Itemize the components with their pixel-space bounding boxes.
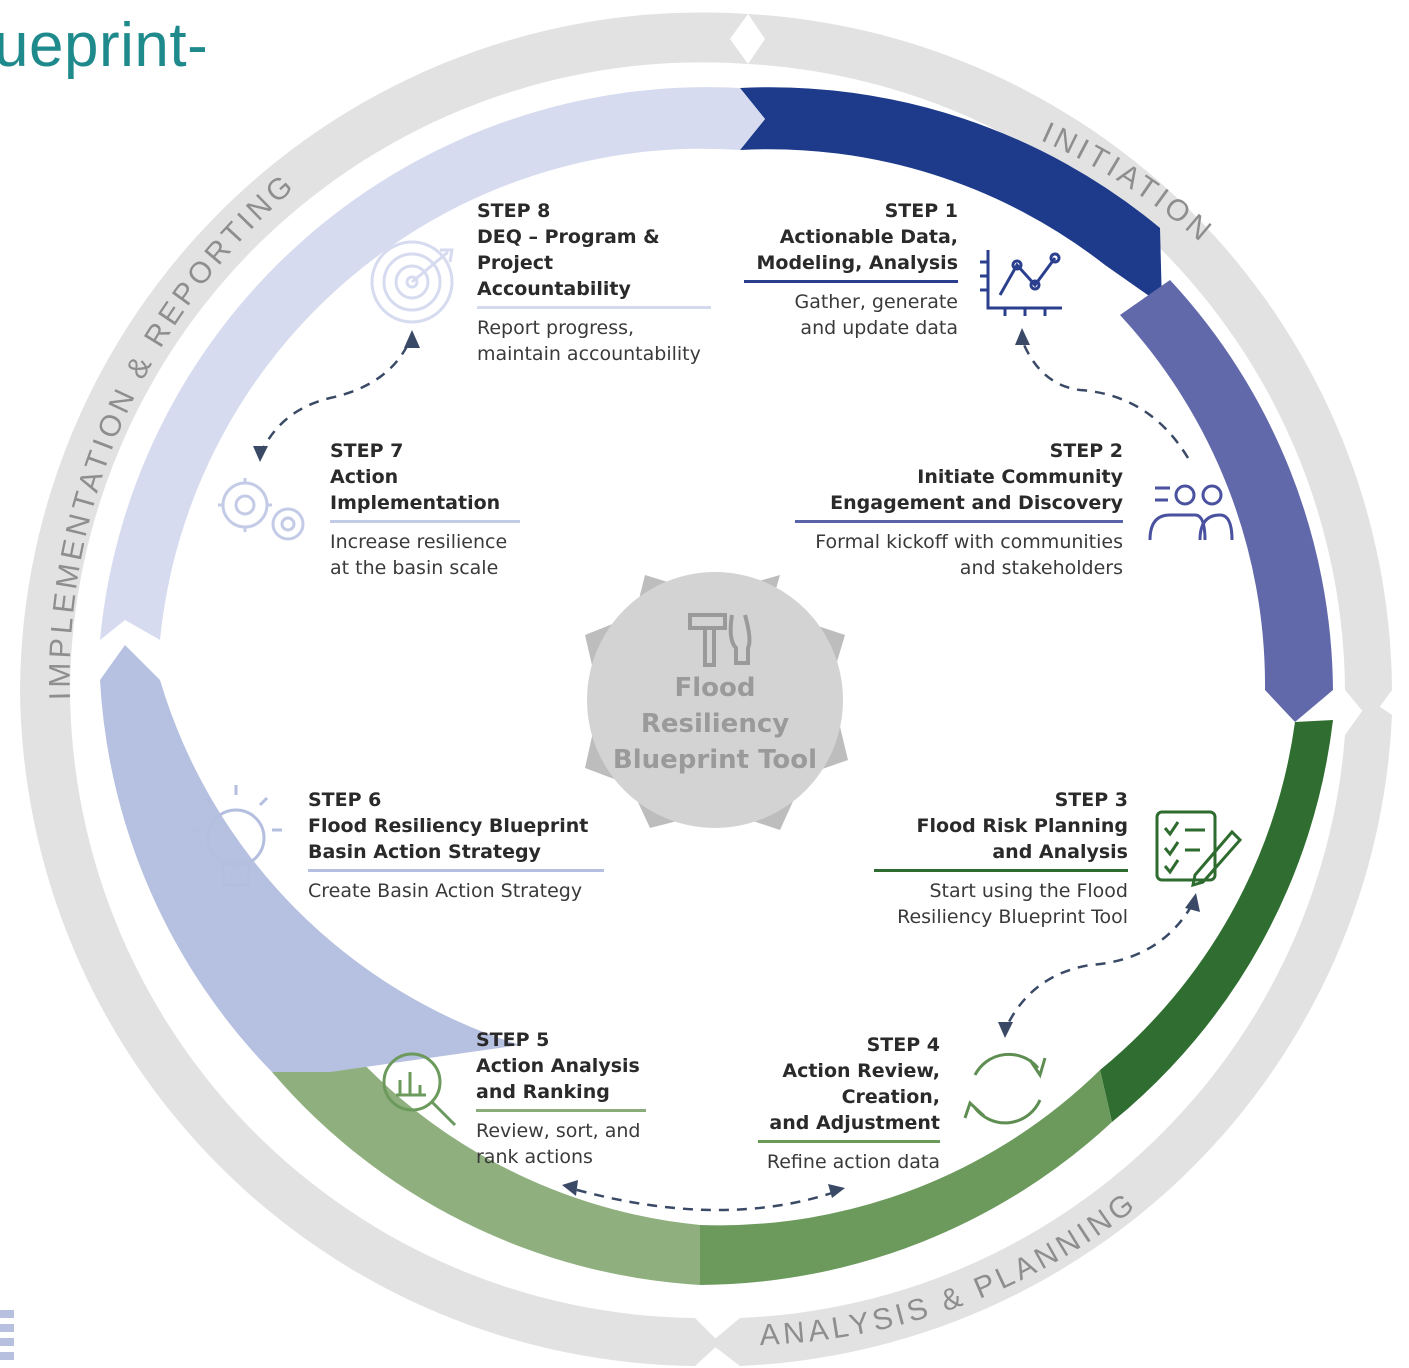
step-7-desc-line-1: Increase resilience — [330, 531, 508, 553]
step-5-desc-line-2: rank actions — [476, 1146, 593, 1168]
step-3-title-line-2: and Analysis — [992, 841, 1128, 863]
step-5-title-line-1: Action Analysis — [476, 1055, 640, 1077]
center-gear — [585, 572, 848, 830]
step-1-title-line-2: Modeling, Analysis — [756, 252, 958, 274]
step-7-title-line-1: Action — [330, 466, 399, 488]
inner-arrow-ring — [100, 87, 1333, 1285]
center-line-2: Resiliency — [640, 709, 790, 739]
step-1-title-line-1: Actionable Data, — [779, 226, 958, 248]
step-6-desc-line-1: Create Basin Action Strategy — [308, 880, 583, 902]
step-1-rule — [744, 280, 958, 283]
step-4-desc-line-1: Refine action data — [766, 1151, 940, 1173]
community-icon — [1148, 484, 1234, 541]
step-4-number: STEP 4 — [866, 1034, 940, 1056]
arrow-step1 — [740, 87, 1162, 305]
center-line-1: Flood — [674, 673, 756, 703]
gears-icon — [218, 478, 305, 541]
step-6-rule — [308, 869, 604, 872]
step-1-number: STEP 1 — [884, 200, 958, 222]
step-4-title-line-3: and Adjustment — [769, 1112, 940, 1134]
step-7-title-line-2: Implementation — [330, 492, 501, 514]
magnify-chart-icon — [382, 1052, 457, 1127]
checklist-icon — [1155, 810, 1243, 888]
step-1-block: STEP 1 Actionable Data, Modeling, Analys… — [744, 198, 958, 341]
step-4-rule — [758, 1140, 940, 1143]
step-7-rule — [330, 520, 520, 523]
target-icon — [370, 240, 454, 324]
step-5-block: STEP 5 Action Analysis and Ranking Revie… — [476, 1027, 646, 1170]
step-5-number: STEP 5 — [476, 1029, 550, 1051]
center-line-3: Blueprint Tool — [612, 745, 818, 775]
step-8-number: STEP 8 — [477, 200, 551, 222]
step-6-block: STEP 6 Flood Resiliency Blueprint Basin … — [308, 787, 604, 904]
step-7-number: STEP 7 — [330, 440, 404, 462]
corner-decoration — [0, 1310, 14, 1360]
step-3-block: STEP 3 Flood Risk Planning and Analysis … — [874, 787, 1128, 930]
step-1-desc-line-1: Gather, generate — [794, 291, 958, 313]
step-4-block: STEP 4 Action Review, Creation, and Adju… — [758, 1032, 940, 1175]
step-3-title-line-1: Flood Risk Planning — [916, 815, 1128, 837]
step-7-desc-line-2: at the basin scale — [330, 557, 499, 579]
center-label: Flood Resiliency Blueprint Tool — [588, 670, 842, 778]
arrow-step2 — [1120, 280, 1333, 722]
step-6-number: STEP 6 — [308, 789, 382, 811]
refresh-icon — [963, 1052, 1047, 1125]
step-8-desc-line-1: Report progress, — [477, 317, 635, 339]
page-heading: ueprint- — [0, 11, 209, 80]
step-7-block: STEP 7 Action Implementation Increase re… — [330, 438, 520, 581]
step-4-title-line-1: Action Review, — [782, 1060, 940, 1082]
step-8-title-line-1: DEQ – Program & — [477, 226, 660, 248]
step-2-rule — [795, 520, 1123, 523]
step-5-title-line-2: and Ranking — [476, 1081, 610, 1103]
tools-icon — [688, 613, 752, 667]
step-8-rule — [477, 306, 711, 309]
step-5-rule — [476, 1109, 646, 1112]
step-2-number: STEP 2 — [1049, 440, 1123, 462]
connector-arrowheads — [253, 328, 1200, 1198]
step-6-title-line-2: Basin Action Strategy — [308, 841, 541, 863]
step-8-desc-line-2: maintain accountability — [477, 343, 701, 365]
step-2-title-line-1: Initiate Community — [917, 466, 1123, 488]
step-2-desc-line-2: and stakeholders — [959, 557, 1123, 579]
step-8-block: STEP 8 DEQ – Program & Project Accountab… — [477, 198, 711, 367]
step-5-desc-line-1: Review, sort, and — [476, 1120, 641, 1142]
step-4-title-line-2: Creation, — [841, 1086, 940, 1108]
line-chart-icon — [980, 250, 1062, 316]
step-3-number: STEP 3 — [1054, 789, 1128, 811]
step-2-title-line-2: Engagement and Discovery — [830, 492, 1123, 514]
outer-phase-ring — [20, 12, 1392, 1367]
arrow-step4 — [680, 1070, 1112, 1285]
step-6-title-line-1: Flood Resiliency Blueprint — [308, 815, 589, 837]
step-2-block: STEP 2 Initiate Community Engagement and… — [795, 438, 1123, 581]
step-3-rule — [874, 869, 1128, 872]
lightbulb-icon — [190, 785, 282, 887]
arrow-step5 — [272, 1020, 700, 1285]
step-1-desc-line-2: and update data — [800, 317, 958, 339]
step-2-desc-line-1: Formal kickoff with communities — [815, 531, 1123, 553]
arrow-step3 — [1100, 720, 1333, 1122]
step-3-desc-line-1: Start using the Flood — [929, 880, 1128, 902]
arrow-step6 — [100, 645, 520, 1072]
dashed-connectors — [258, 339, 1194, 1212]
step-8-title-line-2: Project Accountability — [477, 252, 631, 300]
arrow-step8 — [100, 87, 765, 641]
step-3-desc-line-2: Resiliency Blueprint Tool — [897, 906, 1128, 928]
